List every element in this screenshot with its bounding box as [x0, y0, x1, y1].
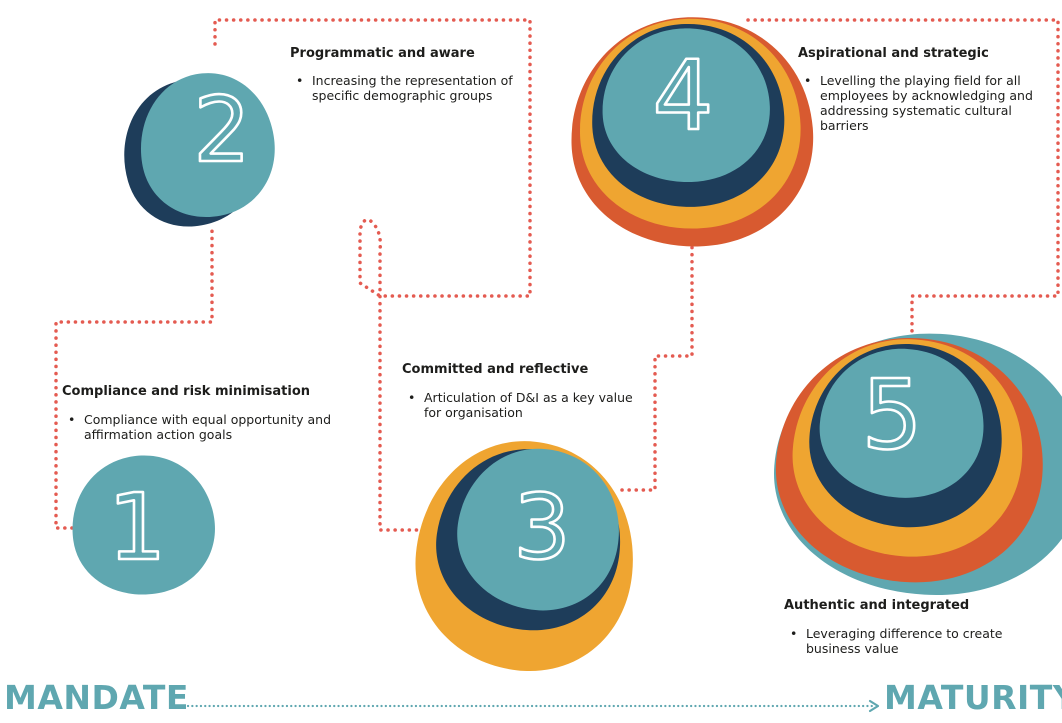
stage-1-points: Compliance with equal opportunity and af… — [62, 412, 352, 442]
stage-5-text: Authentic and integrated Leveraging diff… — [784, 598, 1044, 656]
stage-4-points: Levelling the playing field for all empl… — [798, 73, 1060, 133]
stage-2-point: Increasing the representation of specifi… — [290, 73, 535, 103]
stage-2-points: Increasing the representation of specifi… — [290, 73, 535, 103]
stage-4-number: 4 — [652, 40, 713, 152]
stage-3-number: 3 — [513, 475, 570, 580]
stage-2-number: 2 — [193, 78, 250, 183]
stage-5-number: 5 — [861, 359, 922, 471]
axis-end-label: MATURITY — [884, 678, 1062, 717]
stage-1-point: Compliance with equal opportunity and af… — [62, 412, 352, 442]
stage-4-text: Aspirational and strategic Levelling the… — [798, 46, 1060, 133]
stage-2-title: Programmatic and aware — [290, 46, 475, 61]
axis-arrowhead — [868, 699, 880, 713]
stage-1-number: 1 — [108, 474, 167, 581]
stage-5-points: Leveraging difference to create business… — [784, 626, 1044, 656]
stage-2-text: Programmatic and aware Increasing the re… — [290, 46, 535, 103]
stage-3-text: Committed and reflective Articulation of… — [402, 362, 637, 420]
stage-3-title: Committed and reflective — [402, 362, 589, 377]
stage-5-point: Leveraging difference to create business… — [784, 626, 1044, 656]
maturity-axis-arrow — [186, 699, 880, 713]
stage-5-title: Authentic and integrated — [784, 598, 970, 613]
stage-4-title: Aspirational and strategic — [798, 46, 989, 61]
axis-start-label: MANDATE — [4, 678, 189, 717]
stage-3-points: Articulation of D&I as a key value for o… — [402, 390, 637, 420]
stage-4-point: Levelling the playing field for all empl… — [798, 73, 1060, 133]
progress-path — [54, 18, 1060, 532]
stage-3-point: Articulation of D&I as a key value for o… — [402, 390, 637, 420]
stage-1-text: Compliance and risk minimisation Complia… — [62, 384, 352, 442]
stage-1-title: Compliance and risk minimisation — [62, 384, 311, 399]
